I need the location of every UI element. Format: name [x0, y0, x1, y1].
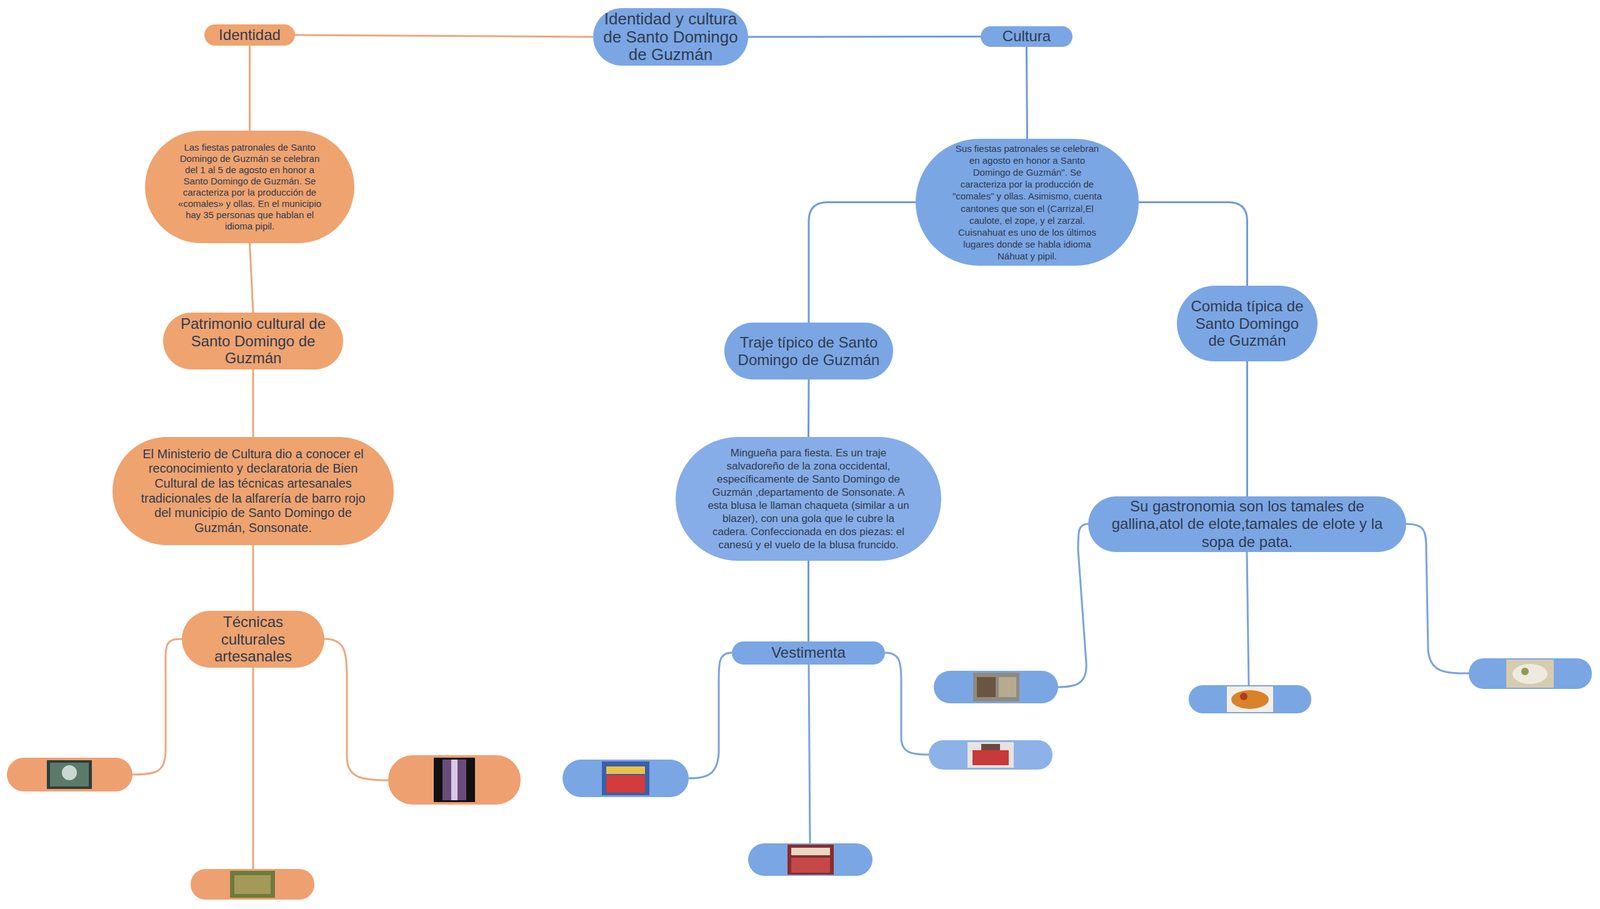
node-text: Traje típico de Santo Domingo de Guzmán [734, 333, 884, 369]
leader-line [808, 664, 810, 844]
branch-connector [808, 202, 916, 324]
branch-connector [250, 243, 254, 313]
branch-connector [1246, 361, 1249, 497]
branch-connector [1026, 46, 1028, 139]
leader-line [1058, 523, 1089, 687]
note-bubble: Las fiestas patronales de Santo Domingo … [145, 130, 355, 244]
branch-connector [807, 560, 810, 642]
image-pill [1188, 685, 1312, 714]
node-text: El Ministerio de Cultura dio a conocer e… [137, 446, 369, 536]
branch-topic: Identidad [204, 24, 295, 46]
branch-connector [252, 369, 255, 437]
branch-connector [807, 379, 810, 437]
node-text: Sus fiestas patronales se celebran en ag… [950, 142, 1105, 262]
subtopic: Patrimonio cultural de Santo Domingo de … [163, 312, 344, 370]
branch-connector [748, 35, 981, 39]
branch-connector [1138, 202, 1248, 287]
image-pill [933, 670, 1059, 704]
subtopic: Comida típica de Santo Domingo de Guzmán [1176, 285, 1318, 362]
leader-line [132, 638, 182, 775]
central-topic: Identidad y cultura de Santo Domingo de … [593, 8, 749, 66]
leader-line [885, 652, 929, 755]
node-text: Su gastronomia son los tamales de gallin… [1101, 497, 1393, 551]
node-text: Patrimonio cultural de Santo Domingo de … [170, 315, 336, 367]
node-text: Identidad [218, 26, 281, 44]
image-pill [928, 740, 1053, 770]
image-pill [6, 757, 133, 792]
note-bubble: Sus fiestas patronales se celebran en ag… [915, 138, 1139, 266]
leader-line [1406, 523, 1469, 674]
image-pill [190, 868, 315, 900]
branch-topic: Cultura [980, 26, 1073, 47]
leader-line [252, 667, 255, 869]
subtopic: Vestimenta [731, 641, 885, 665]
branch-connector [252, 545, 255, 611]
node-text: Técnicas culturales artesanales [190, 613, 316, 665]
node-text: Identidad y cultura de Santo Domingo de … [603, 10, 739, 64]
subtopic: Traje típico de Santo Domingo de Guzmán [724, 322, 894, 380]
leader-line [324, 638, 389, 780]
image-pill [748, 843, 873, 876]
note-bubble: El Ministerio de Cultura dio a conocer e… [112, 436, 394, 545]
node-text: Comida típica de Santo Domingo de Guzmán [1189, 297, 1305, 350]
note-bubble: Mingueña para fiesta. Es un traje salvad… [675, 436, 942, 561]
note-bubble: Su gastronomia son los tamales de gallin… [1088, 496, 1407, 552]
node-text: Mingueña para fiesta. Es un traje salvad… [703, 446, 914, 552]
node-text: Cultura [1002, 28, 1051, 45]
image-pill [388, 755, 521, 805]
node-text: Las fiestas patronales de Santo Domingo … [176, 141, 324, 232]
image-pill [562, 759, 689, 797]
node-text: Vestimenta [771, 644, 846, 661]
branch-connector [248, 45, 251, 131]
branch-connector [295, 35, 594, 37]
leader-line [1246, 551, 1249, 685]
image-pill [1468, 658, 1592, 689]
subtopic: Técnicas culturales artesanales [181, 610, 325, 668]
leader-line [688, 652, 732, 779]
